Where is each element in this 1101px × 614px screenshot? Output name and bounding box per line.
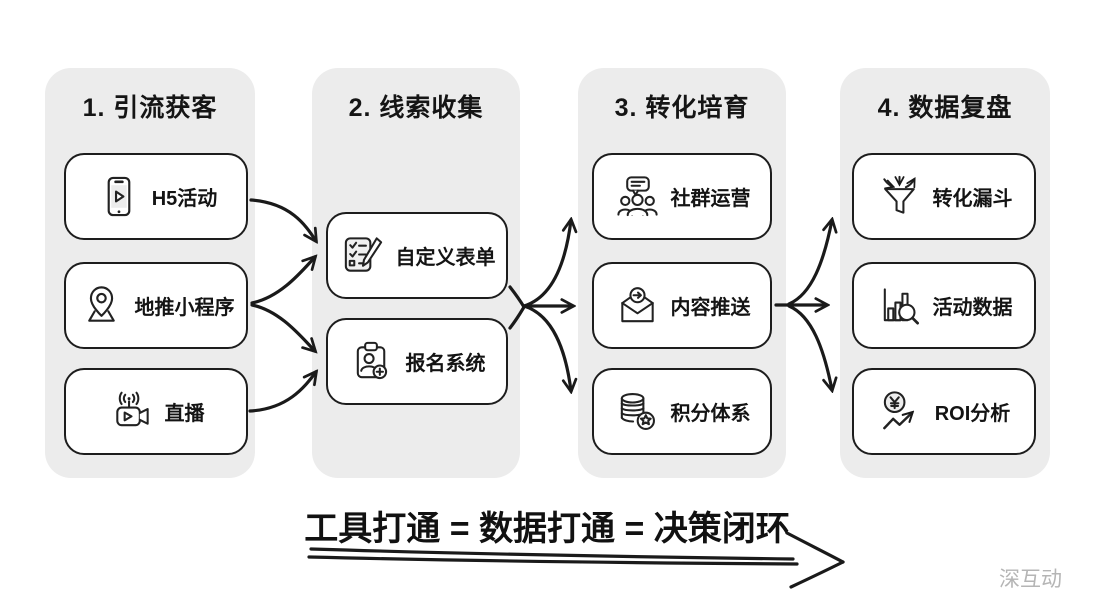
column-title: 3. 转化培育 bbox=[614, 94, 750, 122]
card-ground-miniprogram: 地推小程序 bbox=[64, 262, 248, 349]
stage-column-1: 1. 引流获客 H5活动 地推小程序 bbox=[45, 68, 255, 478]
card-label: ROI分析 bbox=[934, 403, 1011, 425]
points-coins-icon bbox=[620, 393, 655, 430]
map-pin-icon bbox=[87, 286, 115, 322]
card-conversion-funnel: 转化漏斗 bbox=[852, 153, 1036, 240]
card-label: 报名系统 bbox=[405, 353, 486, 375]
arrow-hub-to-points bbox=[522, 304, 571, 391]
live-stream-icon bbox=[115, 391, 149, 427]
card-label: 直播 bbox=[164, 403, 205, 425]
card-label: H5活动 bbox=[151, 188, 218, 210]
column-title: 4. 数据复盘 bbox=[877, 94, 1013, 122]
stage-column-2: 2. 线索收集 自定义表单 bbox=[312, 68, 520, 478]
signup-clipboard-icon bbox=[356, 341, 387, 380]
card-content-push: 内容推送 bbox=[592, 262, 772, 349]
card-label: 转化漏斗 bbox=[932, 188, 1013, 210]
community-chat-icon bbox=[616, 176, 658, 217]
watermark: 深互动 bbox=[999, 568, 1062, 591]
content-push-icon bbox=[620, 287, 654, 323]
custom-form-icon bbox=[344, 237, 382, 272]
arrow-h5-to-form bbox=[249, 198, 316, 241]
arrow-ground-to-form bbox=[250, 257, 315, 305]
card-label: 社群运营 bbox=[670, 188, 751, 210]
conversion-funnel-icon bbox=[882, 175, 923, 214]
stage-column-4: 4. 数据复盘 转化漏斗 bbox=[840, 68, 1050, 478]
card-label: 自定义表单 bbox=[395, 247, 496, 269]
card-label: 积分体系 bbox=[670, 403, 751, 425]
card-h5-activity: H5活动 bbox=[64, 153, 248, 240]
arrow-ground-to-signup bbox=[250, 303, 315, 351]
phone-play-icon bbox=[107, 176, 131, 217]
arrow-live-to-signup bbox=[248, 372, 316, 413]
card-community-ops: 社群运营 bbox=[592, 153, 772, 240]
column-title: 2. 线索收集 bbox=[348, 94, 484, 122]
roi-trend-icon bbox=[881, 391, 916, 431]
card-signup-system: 报名系统 bbox=[326, 318, 508, 405]
column-title: 1. 引流获客 bbox=[82, 94, 218, 122]
card-custom-form: 自定义表单 bbox=[326, 212, 508, 299]
card-points-system: 积分体系 bbox=[592, 368, 772, 455]
arrow-content-to-roi bbox=[787, 304, 832, 390]
card-label: 地推小程序 bbox=[134, 297, 235, 319]
card-livestream: 直播 bbox=[64, 368, 248, 455]
card-roi-analysis: ROI分析 bbox=[852, 368, 1036, 455]
card-label: 活动数据 bbox=[932, 297, 1013, 319]
chart-magnifier-icon bbox=[883, 288, 919, 325]
card-activity-data: 活动数据 bbox=[852, 262, 1036, 349]
slogan-text: 工具打通 = 数据打通 = 决策闭环 bbox=[304, 510, 790, 548]
card-label: 内容推送 bbox=[670, 297, 751, 319]
stage-column-3: 3. 转化培育 社群运营 bbox=[578, 68, 786, 478]
arrow-content-to-funnel bbox=[787, 220, 832, 306]
arrow-hub-to-community bbox=[522, 220, 571, 308]
